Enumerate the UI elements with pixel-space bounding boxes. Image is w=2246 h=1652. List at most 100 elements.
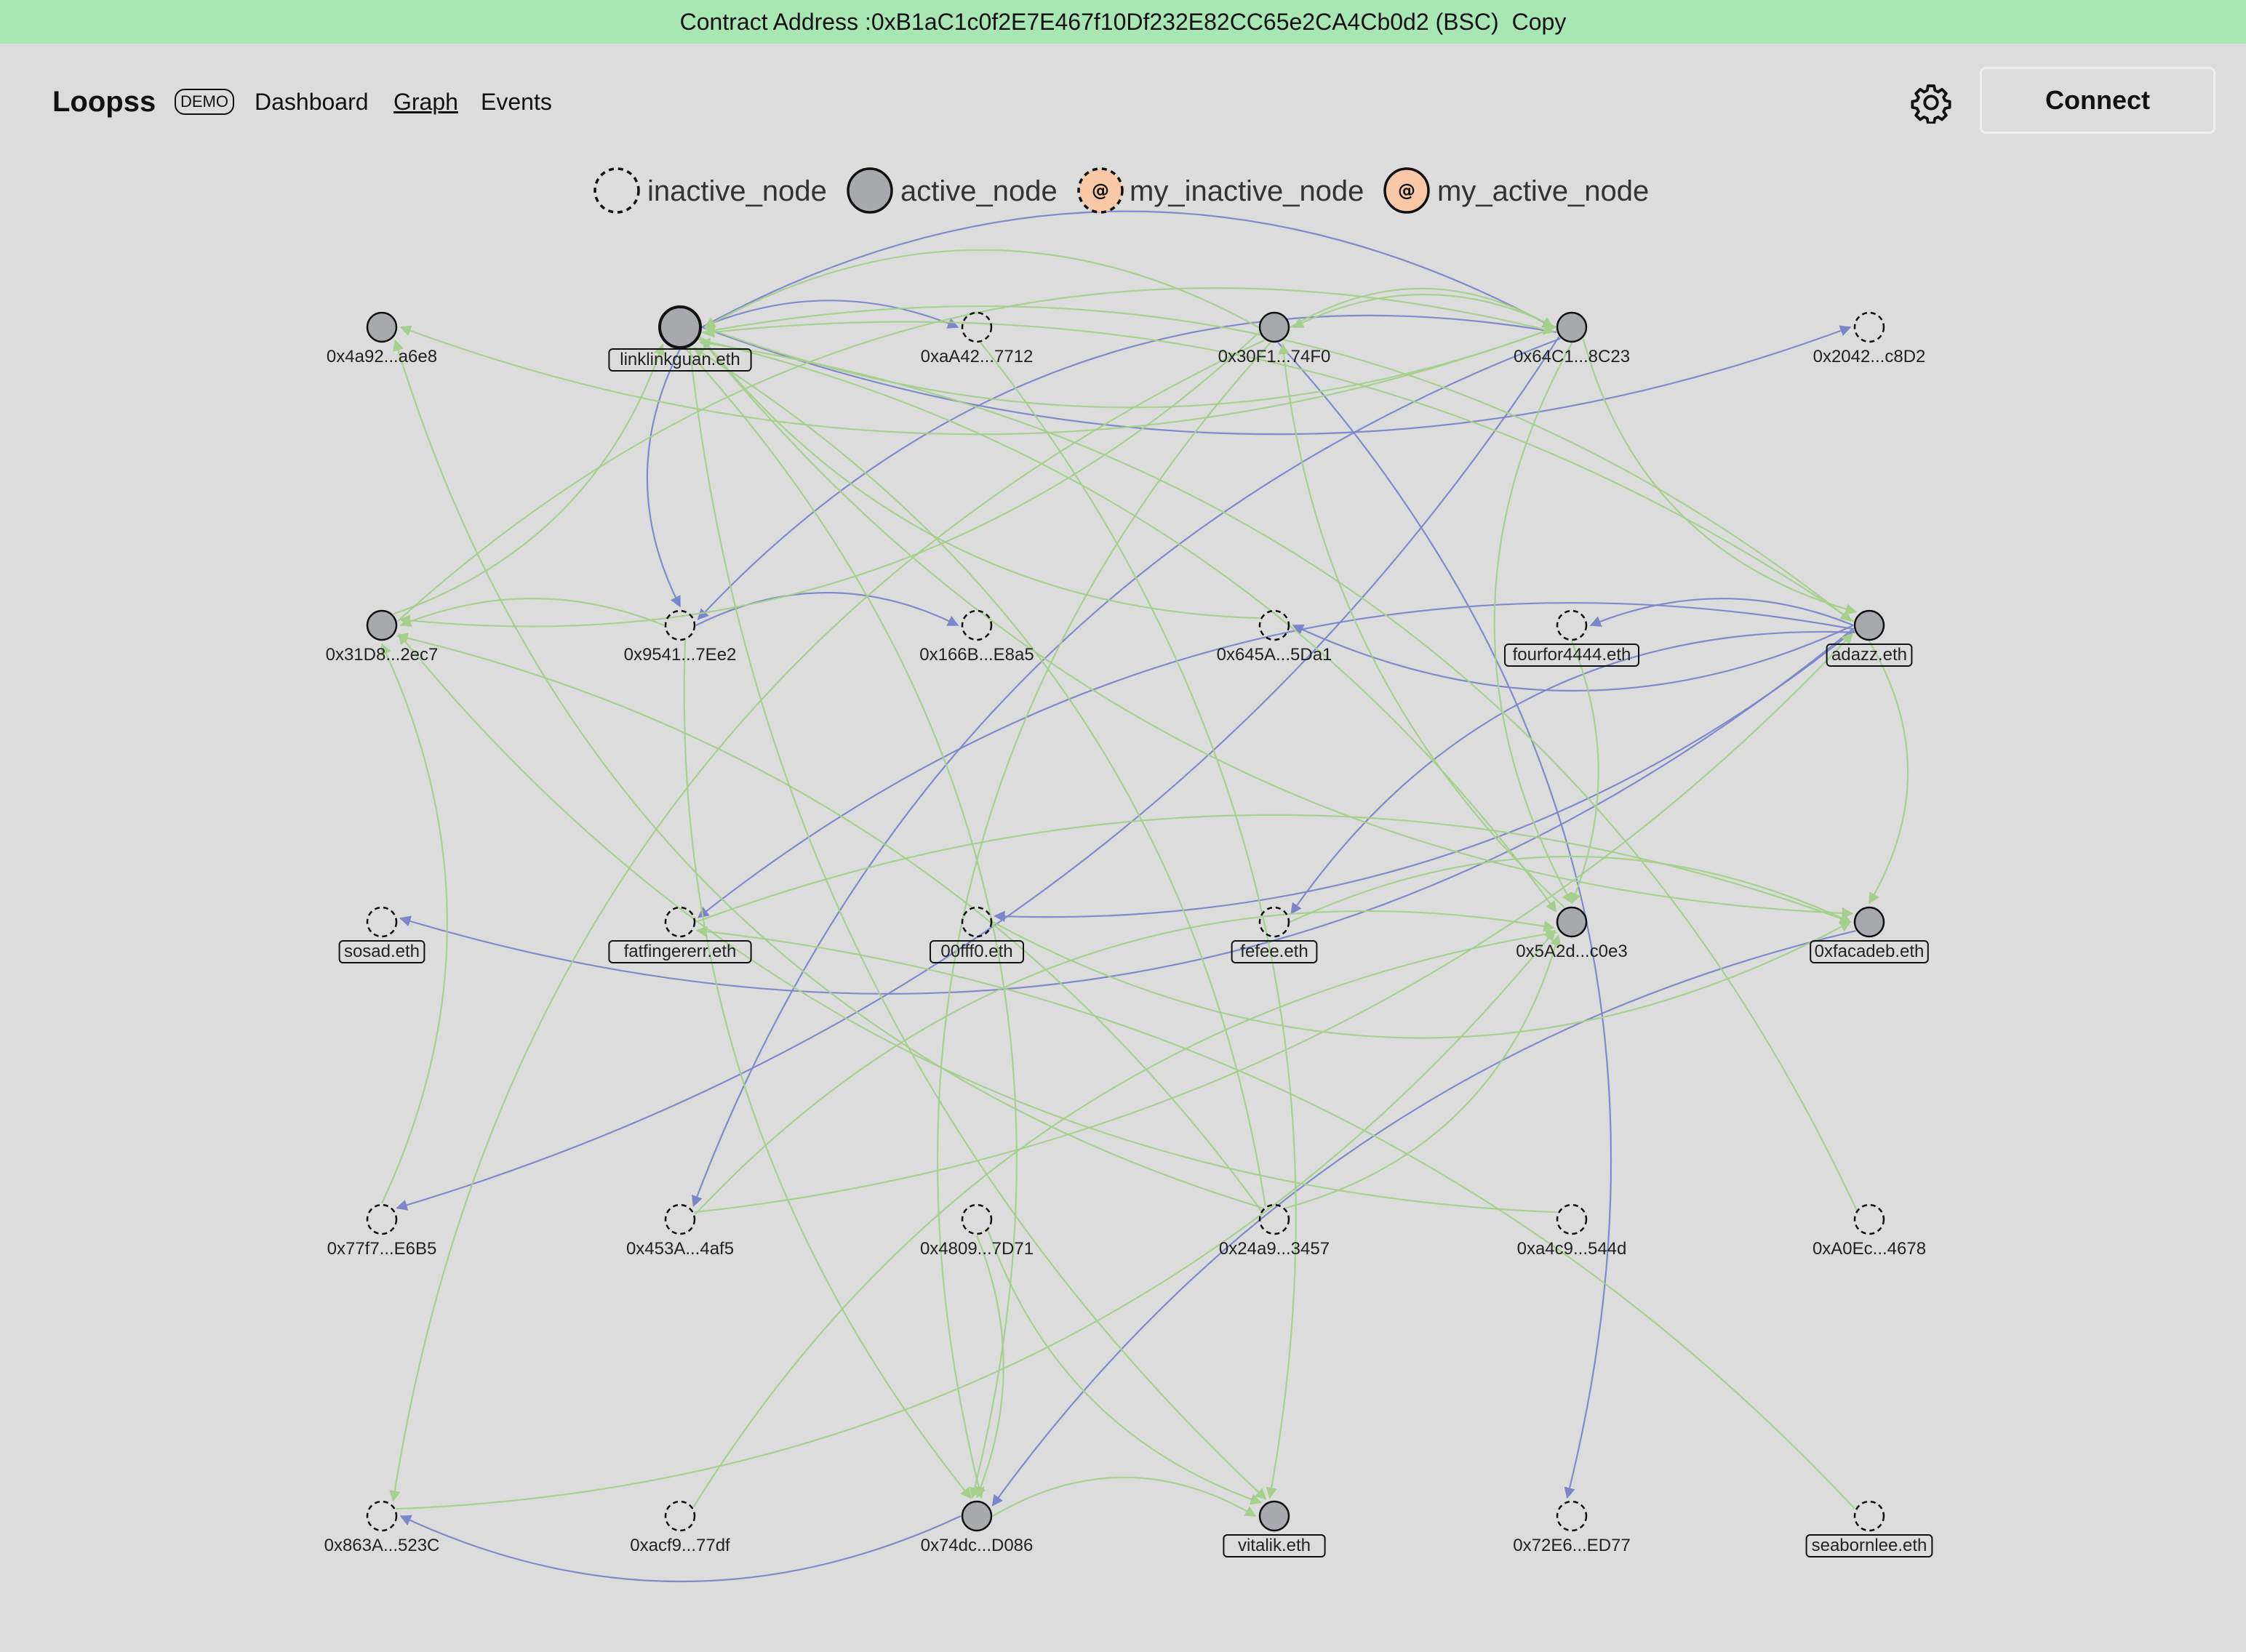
node-label-box [608, 940, 752, 963]
graph-node[interactable]: 0xa4c9...544d [1517, 1203, 1627, 1259]
inactive-node-circle[interactable] [664, 609, 696, 641]
inactive-node-circle[interactable] [961, 1203, 993, 1235]
graph-node[interactable]: seabornlee.eth [1805, 1500, 1933, 1557]
edge-blue [399, 1515, 962, 1582]
edge-green [695, 926, 1856, 1509]
legend-item-inactive: inactive_node [594, 167, 827, 214]
edge-green [396, 287, 1555, 622]
inactive-node-circle[interactable] [664, 1500, 696, 1532]
edge-green [980, 342, 1297, 1499]
graph-node[interactable]: 0x453A...4af5 [626, 1203, 734, 1259]
active-node-circle[interactable] [658, 305, 702, 349]
active-node-circle[interactable] [366, 609, 398, 641]
graph-node[interactable]: 0x72E6...ED77 [1513, 1500, 1631, 1555]
edge-green [396, 929, 1556, 1510]
inactive-node-circle[interactable] [366, 1203, 398, 1235]
node-label: 0x64C1...8C23 [1514, 347, 1630, 366]
graph-node[interactable]: 0xaA42...7712 [921, 311, 1034, 366]
edge-green [992, 921, 1852, 1039]
graph-node[interactable]: 0x863A...523C [324, 1500, 440, 1555]
node-label: 0x2042...c8D2 [1813, 347, 1926, 366]
active-node-circle[interactable] [1258, 311, 1290, 343]
graph-node[interactable]: 0x74dc...D086 [921, 1500, 1034, 1555]
graph-node[interactable]: 0xA0Ec...4678 [1813, 1203, 1926, 1259]
edge-green [1570, 641, 1599, 905]
brand-logo[interactable]: Loopss [52, 86, 156, 118]
node-label: 0x77f7...E6B5 [327, 1239, 437, 1259]
inactive-node-circle[interactable] [664, 906, 696, 938]
edge-green [689, 346, 1267, 1500]
graph-node[interactable]: linklinkguan.eth [608, 305, 752, 372]
inactive-node-circle[interactable] [1556, 1500, 1588, 1532]
nav-graph[interactable]: Graph [393, 89, 458, 115]
graph-node[interactable]: fourfor4444.eth [1504, 609, 1639, 667]
active-node-circle[interactable] [1853, 609, 1885, 641]
edge-blue [396, 336, 1560, 1211]
inactive-node-circle[interactable] [961, 609, 993, 641]
connect-button[interactable]: Connect [1980, 67, 2215, 134]
inactive-node-circle[interactable] [1556, 1203, 1588, 1235]
edge-green [698, 336, 1854, 919]
active-node-circle[interactable] [1853, 906, 1885, 938]
contract-label: Contract Address : [679, 8, 871, 35]
inactive-node-circle[interactable] [366, 906, 398, 938]
inactive-node-circle[interactable] [1258, 906, 1290, 938]
graph-node[interactable]: 0xfacadeb.eth [1810, 906, 1929, 963]
nav-events[interactable]: Events [481, 89, 552, 115]
graph-node[interactable]: 0x166B...E8a5 [919, 609, 1034, 665]
inactive-node-circle[interactable] [1853, 311, 1885, 343]
nav-dashboard[interactable]: Dashboard [255, 89, 369, 115]
edge-blue [695, 592, 959, 626]
graph-node[interactable]: 0xacf9...77df [630, 1500, 730, 1555]
copy-button[interactable]: Copy [1511, 8, 1567, 35]
graph-node[interactable]: adazz.eth [1826, 609, 1913, 667]
active-node-circle[interactable] [1258, 1500, 1290, 1532]
edge-green [975, 1235, 1004, 1499]
graph-node[interactable]: 0x4a92...a6e8 [327, 311, 437, 366]
inactive-node-circle[interactable] [1853, 1203, 1885, 1235]
graph-node[interactable]: 0x30F1...74F0 [1218, 311, 1331, 366]
inactive-node-circle[interactable] [1853, 1500, 1885, 1532]
edge-blue [1292, 624, 1854, 691]
edge-green [701, 337, 1260, 620]
graph-node[interactable]: 0x4809...7D71 [920, 1203, 1034, 1259]
active-node-circle[interactable] [1556, 906, 1588, 938]
graph-node[interactable]: 0x645A...5Da1 [1217, 609, 1332, 665]
legend-item-active: active_node [847, 167, 1058, 214]
graph-node[interactable]: 0x77f7...E6B5 [327, 1203, 437, 1259]
edge-blue [697, 602, 1854, 918]
node-label: 0x645A...5Da1 [1217, 645, 1332, 665]
edge-green [692, 929, 1557, 1508]
edge-green [695, 910, 1555, 1215]
contract-banner: Contract Address :0xB1aC1c0f2E7E467f10Df… [0, 0, 2246, 44]
inactive-node-circle[interactable] [664, 1203, 696, 1235]
inactive-node-circle[interactable] [1258, 609, 1290, 641]
graph-node[interactable]: 0x64C1...8C23 [1514, 311, 1630, 366]
graph-node[interactable]: vitalik.eth [1223, 1500, 1326, 1557]
graph-node[interactable]: sosad.eth [338, 906, 425, 963]
active-node-circle[interactable] [366, 311, 398, 343]
legend-label: inactive_node [647, 175, 827, 207]
graph-node[interactable]: fatfingererr.eth [608, 906, 752, 963]
node-label-box [608, 348, 752, 372]
settings-gear-icon[interactable] [1910, 81, 1952, 124]
inactive-node-circle[interactable] [366, 1500, 398, 1532]
graph-node[interactable]: 0x31D8...2ec7 [326, 609, 439, 665]
active-node-circle[interactable] [1556, 311, 1588, 343]
graph-node[interactable]: 0x5A2d...c0e3 [1516, 906, 1628, 961]
inactive-node-circle[interactable] [1556, 609, 1588, 641]
edge-green [683, 640, 972, 1499]
edge-green [1285, 934, 1562, 1209]
graph-node[interactable]: 0x24a9...3457 [1219, 1203, 1330, 1259]
edge-green [703, 321, 1855, 622]
graph-node[interactable]: 0x9541...7Ee2 [624, 609, 737, 665]
graph-node[interactable]: 00fff0.eth [930, 906, 1024, 963]
inactive-node-circle[interactable] [961, 311, 993, 343]
graph-node[interactable]: fefee.eth [1231, 906, 1318, 963]
inactive-node-circle[interactable] [1258, 1203, 1290, 1235]
graph-node[interactable]: 0x2042...c8D2 [1813, 311, 1926, 366]
inactive-node-circle[interactable] [961, 906, 993, 938]
edge-blue [991, 930, 1856, 1507]
active-node-circle[interactable] [961, 1500, 993, 1532]
